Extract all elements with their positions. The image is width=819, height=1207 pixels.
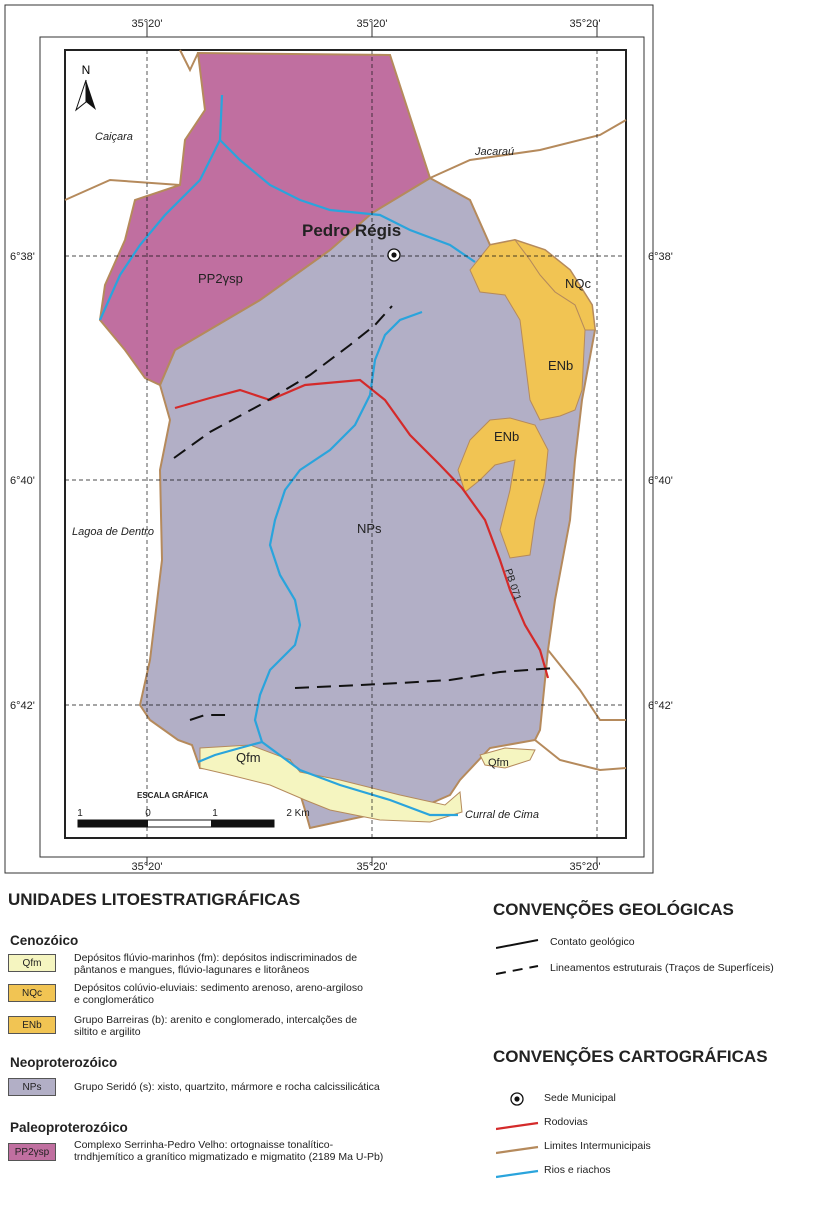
scale-tick-2: 2 Km [286,808,309,819]
road-line-icon [496,1121,539,1131]
lon-label-top-1: 35°20' [132,18,163,30]
geo-contact-label: Contato geológico [550,936,635,948]
lon-label-bottom-3: 35°20' [570,861,601,873]
lon-label-bottom-2: 35°20' [357,861,388,873]
unit-enb-area-1 [469,239,586,421]
units-title: UNIDADES LITOESTRATIGRÁFICAS [8,890,301,909]
unit-label-qfm-2: Qfm [488,757,509,769]
municipal-seat-icon [387,248,401,262]
boundary-line-icon [496,1145,539,1155]
scale-tick-1: 1 [77,808,83,819]
unit-enb-area-2 [457,417,549,559]
desc-qfm: Depósitos flúvio-marinhos (fm): depósito… [74,952,358,976]
desc-nqc: Depósitos colúvio-eluviais: sedimento ar… [74,982,363,1006]
lat-label-left-1: 6°38' [10,251,35,263]
lat-label-left-2: 6°40' [10,475,35,487]
legend: UNIDADES LITOESTRATIGRÁFICAS Cenozóico Q… [0,880,819,1207]
unit-label-nps: NPs [357,521,382,536]
unit-pp2-area [98,51,432,387]
swatch-qfm: Qfm [8,954,56,972]
desc-enb: Grupo Barreiras (b): arenito e conglomer… [74,1014,358,1038]
rivers [98,94,476,817]
era-cenozoico: Cenozóico [10,933,79,948]
swatch-enb: ENb [8,1016,56,1034]
lat-label-left-3: 6°42' [10,700,35,712]
lat-label-right-1: 6°38' [648,251,673,263]
geo-lineament-label: Lineamentos estruturais (Traços de Super… [550,962,774,974]
neighbor-label-lagoa: Lagoa de Dentro [72,526,154,538]
river-line-icon [496,1169,539,1179]
road-pb071 [174,378,550,679]
swatch-nqc: NQc [8,984,56,1002]
desc-nps: Grupo Seridó (s): xisto, quartzito, márm… [74,1081,380,1093]
swatch-nps: NPs [8,1078,56,1096]
scale-tick-1b: 1 [212,808,218,819]
unit-label-qfm-1: Qfm [236,750,261,765]
carto-seat-label: Sede Municipal [544,1092,616,1104]
era-paleoproterozoico: Paleoproterozóico [10,1120,128,1135]
lat-label-right-2: 6°40' [648,475,673,487]
carto-river-label: Rios e riachos [544,1164,611,1176]
map-frame [64,49,627,839]
scale-bar: ESCALA GRÁFICA 1 0 1 2 Km [77,791,310,828]
unit-qfm-area-2 [479,747,536,769]
swatch-pp2: PP2γsp [8,1143,56,1161]
unit-nps-area [138,176,597,830]
neighbor-label-caicara: Caiçara [95,131,133,143]
unit-label-nqc: NQc [565,276,592,291]
unit-label-enb-1: ENb [548,358,573,373]
grid-ticks [146,22,598,866]
north-label: N [82,63,91,77]
geo-conventions-symbols [496,939,539,975]
city-label: Pedro Régis [302,221,401,240]
north-arrow-icon [74,79,96,112]
graticule-lines [65,50,626,838]
carto-conventions-title: CONVENÇÕES CARTOGRÁFICAS [493,1047,768,1066]
neighbor-label-curral: Curral de Cima [465,809,539,821]
scale-tick-0: 0 [145,808,151,819]
lon-label-top-3: 35°20' [570,18,601,30]
unit-label-enb-2: ENb [494,429,519,444]
geologic-map: N 35°20' 35°20' 35°20' 35°20' 35°20' 35°… [4,4,673,874]
neighbor-label-jacarau: Jacaraú [474,146,514,158]
graticule-frame [39,36,645,858]
lon-label-top-2: 35°20' [357,18,388,30]
seat-symbol-icon [510,1092,524,1106]
era-neoproterozoico: Neoproterozóico [10,1055,118,1070]
contact-line-icon [496,939,539,949]
carto-boundary-label: Limites Intermunicipais [544,1140,651,1152]
unit-label-pp2: PP2γsp [198,271,243,286]
scale-title: ESCALA GRÁFICA [137,791,208,800]
lat-label-right-3: 6°42' [648,700,673,712]
structural-lineaments [173,305,556,721]
carto-conventions-symbols [496,1092,539,1179]
lon-label-bottom-1: 35°20' [132,861,163,873]
geo-conventions-title: CONVENÇÕES GEOLÓGICAS [493,900,734,919]
desc-pp2: Complexo Serrinha-Pedro Velho: ortognais… [74,1139,384,1163]
lineament-line-icon [496,965,539,975]
carto-road-label: Rodovias [544,1116,588,1128]
